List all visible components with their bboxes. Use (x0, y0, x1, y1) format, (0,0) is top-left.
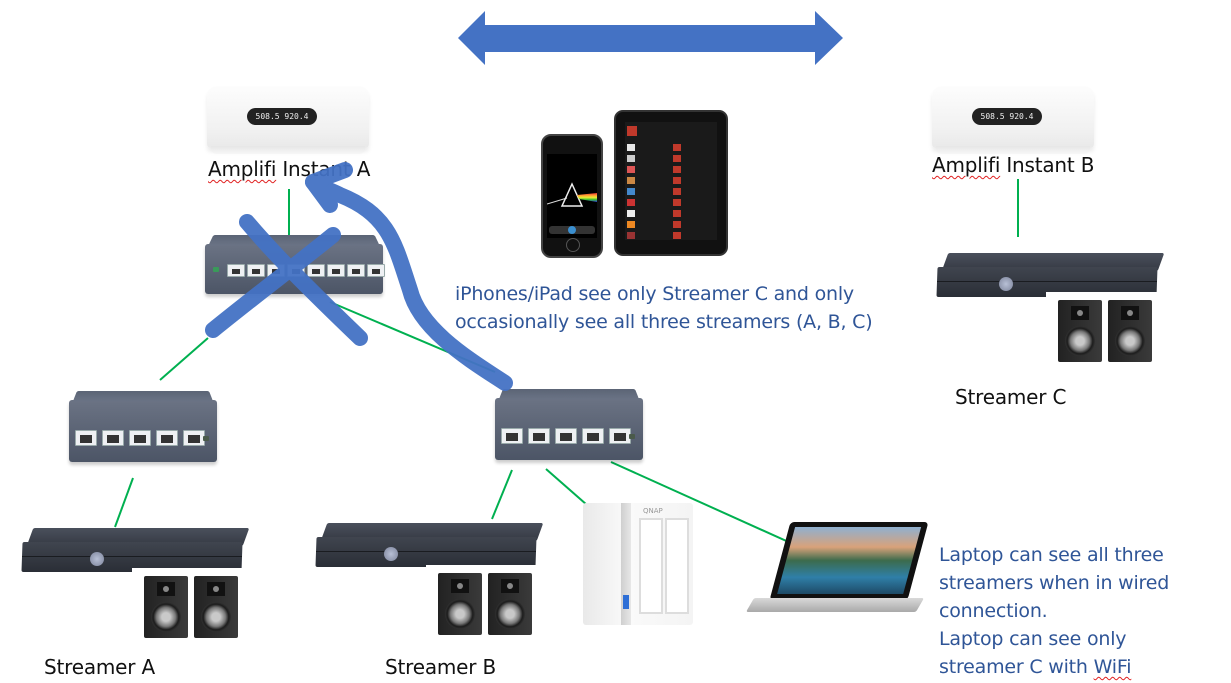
switch-left-ports (75, 430, 205, 446)
ipad-icon (614, 110, 728, 256)
amplifi-router-a: 508.5 920.4 (207, 86, 369, 154)
router-b-label: Amplifi Instant B (932, 153, 1094, 177)
nas-bay-2 (665, 518, 689, 614)
streamer-b-speakers-icon (426, 565, 541, 640)
streamer-a-amplifier-icon (21, 528, 252, 572)
streamer-c-amplifier-icon (936, 253, 1167, 297)
nas-usb-port (623, 595, 629, 609)
router-a-label-brand: Amplifi (208, 157, 277, 181)
reroute-arrowhead-lower (305, 174, 338, 213)
laptop-note-line4: Laptop can see only (939, 628, 1127, 650)
laptop-note-line2: streamers when in wired (939, 572, 1170, 594)
mobile-note-line2: occasionally see all three streamers (A,… (455, 311, 873, 333)
switch-right-ports (501, 428, 631, 444)
router-a-label: Amplifi Instant A (208, 157, 370, 181)
nas-bay-1 (639, 518, 663, 614)
switch-left (69, 390, 217, 462)
laptop-screen (777, 527, 922, 594)
prism-artwork-icon (546, 182, 597, 234)
nas-brand: QNAP (643, 507, 663, 515)
nas-icon: QNAP (583, 503, 693, 625)
iphone-icon (541, 134, 603, 258)
laptop-note-wifi: WiFi (1093, 656, 1132, 678)
switch-left-power-led (203, 436, 209, 441)
iphone-home-button (566, 238, 580, 252)
router-b-display: 508.5 920.4 (972, 108, 1042, 125)
switch-top-ports (227, 264, 385, 277)
router-a-display: 508.5 920.4 (247, 108, 317, 125)
streamer-a-label: Streamer A (44, 655, 155, 679)
link-switchRight-streamerB (491, 469, 513, 520)
link-switchTop-switchLeft (159, 337, 209, 381)
mobile-note: iPhones/iPad see only Streamer C and onl… (455, 280, 873, 336)
switch-right (495, 388, 643, 460)
laptop-note-line1: Laptop can see all three (939, 544, 1164, 566)
router-b-label-suffix: Instant B (1000, 153, 1095, 177)
streamer-c-label: Streamer C (955, 385, 1067, 409)
switch-right-power-led (629, 434, 635, 439)
laptop-note: Laptop can see all three streamers when … (939, 541, 1169, 681)
streamer-a-speakers-icon (132, 568, 247, 643)
ipad-screen (625, 122, 717, 240)
switch-top-power-led (213, 267, 219, 272)
mobile-note-line1: iPhones/iPad see only Streamer C and onl… (455, 283, 854, 305)
laptop-note-line5-prefix: streamer C with (939, 656, 1094, 678)
link-switchLeft-streamerA (114, 477, 134, 528)
laptop-note-line5: streamer C with WiFi (939, 653, 1169, 681)
laptop-note-line3: connection. (939, 600, 1048, 622)
double-arrow-shape (458, 11, 843, 65)
switch-top (205, 234, 385, 294)
streamer-b-amplifier-icon (315, 523, 546, 567)
router-a-label-suffix: Instant A (276, 157, 371, 181)
laptop-icon (745, 522, 929, 622)
iphone-screen (546, 154, 597, 238)
router-b-label-brand: Amplifi (932, 153, 1001, 177)
streamer-c-speakers-icon (1046, 292, 1161, 367)
amplifi-router-b: 508.5 920.4 (932, 86, 1094, 154)
streamer-b-label: Streamer B (385, 655, 496, 679)
